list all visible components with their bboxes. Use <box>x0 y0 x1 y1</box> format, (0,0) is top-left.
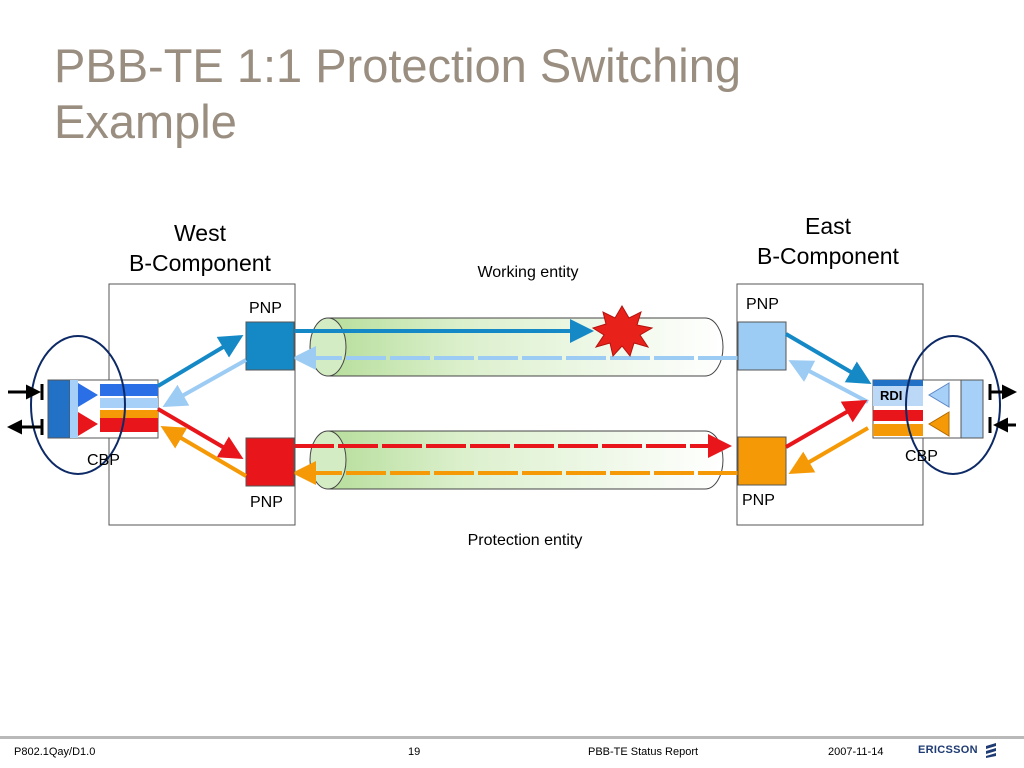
fault-burst-icon <box>591 305 654 358</box>
east-pnp-protection <box>737 436 787 486</box>
ericsson-logo-icon <box>985 743 996 758</box>
east-component-label: East B-Component <box>728 211 928 271</box>
east-pnp-protection-to-cbp <box>785 400 868 449</box>
footer-page-number: 19 <box>408 746 421 758</box>
rdi-label: RDI <box>880 388 903 403</box>
west-cbp-ellipse <box>30 335 126 475</box>
east-cbp-ellipse <box>905 335 1001 475</box>
footer-doc-id: P802.1Qay/D1.0 <box>14 746 96 758</box>
logo-text: ERICSSON <box>918 744 978 756</box>
footer-report-title: PBB-TE Status Report <box>588 746 699 758</box>
west-label-line-2: B-Component <box>129 250 271 276</box>
west-from-pnp-protection-return <box>160 425 248 478</box>
working-entity-label: Working entity <box>477 264 579 281</box>
protection-entity-label: Protection entity <box>467 532 583 549</box>
west-pnp-bottom-label: PNP <box>250 494 283 511</box>
title-line-1: PBB-TE 1:1 Protection Switching <box>54 39 742 92</box>
east-cbp-to-pnp-working-return <box>788 360 869 404</box>
west-external-arrows <box>6 384 44 435</box>
east-pnp-working-to-cbp <box>784 332 872 385</box>
west-to-pnp-protection <box>156 407 244 460</box>
west-pnp-working <box>245 321 295 371</box>
protection-entity-tunnel <box>309 430 724 490</box>
east-pnp-top-label: PNP <box>746 296 779 313</box>
east-cbp <box>872 379 984 439</box>
west-pnp-protection <box>245 437 295 487</box>
west-to-pnp-working <box>156 334 244 388</box>
west-label-line-1: West <box>174 220 226 246</box>
ericsson-logo: ERICSSON <box>918 742 999 758</box>
footer-divider <box>0 736 1024 739</box>
title-line-2: Example <box>54 95 237 148</box>
east-label-line-2: B-Component <box>757 243 899 269</box>
west-from-pnp-working-return <box>162 358 247 407</box>
west-cbp <box>47 379 159 439</box>
west-cbp-label: CBP <box>87 452 120 469</box>
east-pnp-working <box>737 321 787 371</box>
footer-date: 2007-11-14 <box>828 746 884 758</box>
east-cbp-to-pnp-protection-return <box>788 426 870 475</box>
east-external-arrows <box>988 384 1017 433</box>
west-component-label: West B-Component <box>100 218 300 278</box>
slide-title: PBB-TE 1:1 Protection Switching Example <box>54 38 954 150</box>
working-entity-tunnel <box>309 317 724 377</box>
east-pnp-bottom-label: PNP <box>742 492 775 509</box>
east-label-line-1: East <box>804 213 852 239</box>
east-cbp-label: CBP <box>905 448 938 465</box>
west-pnp-top-label: PNP <box>249 300 282 317</box>
